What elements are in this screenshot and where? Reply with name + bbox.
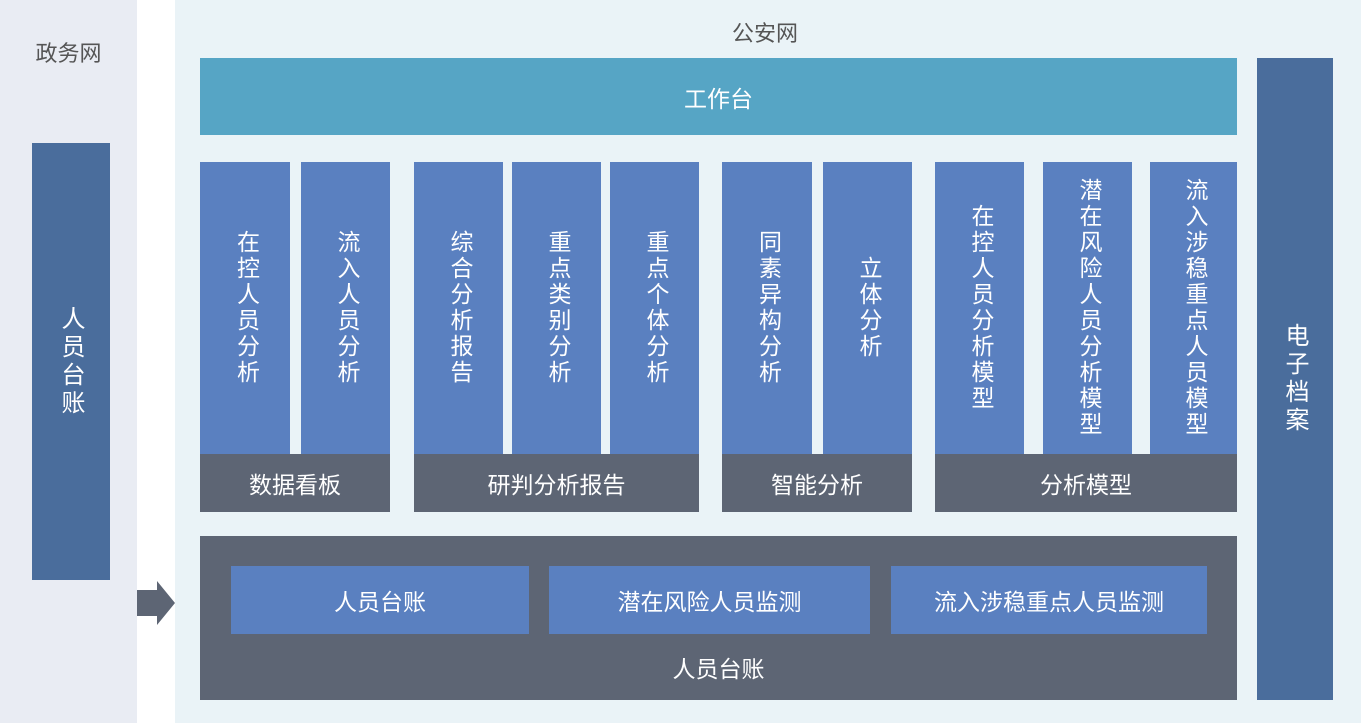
group-label-smart-analysis: 智能分析 xyxy=(722,454,912,512)
group-label-reports: 研判分析报告 xyxy=(414,454,699,512)
module-label: 在控人员分析模型 xyxy=(967,204,993,412)
module-column[interactable]: 流入涉稳重点人员模型 xyxy=(1150,162,1237,454)
module-label: 流入人员分析 xyxy=(333,230,359,386)
left-ledger-label: 人员台账 xyxy=(57,305,85,418)
module-label: 流入涉稳重点人员模型 xyxy=(1181,178,1207,438)
ledger-button[interactable]: 人员台账 xyxy=(231,566,529,634)
ledger-panel-label: 人员台账 xyxy=(672,657,765,683)
public-security-network-title: 公安网 xyxy=(731,22,798,47)
module-column[interactable]: 在控人员分析 xyxy=(200,162,290,454)
module-column[interactable]: 立体分析 xyxy=(823,162,912,454)
government-network-title: 政务网 xyxy=(35,42,102,67)
module-label: 同素异构分析 xyxy=(754,230,781,386)
electronic-archive-bar[interactable]: 电子档案 xyxy=(1257,58,1333,700)
module-column[interactable]: 流入人员分析 xyxy=(301,162,390,454)
module-label: 潜在风险人员分析模型 xyxy=(1075,178,1101,438)
module-label: 综合分析报告 xyxy=(446,230,472,386)
workbench-bar[interactable]: 工作台 xyxy=(200,58,1237,135)
module-column[interactable]: 在控人员分析模型 xyxy=(935,162,1024,454)
module-label: 立体分析 xyxy=(855,256,881,360)
risk-monitor-button[interactable]: 潜在风险人员监测 xyxy=(549,566,870,634)
module-label: 重点类别分析 xyxy=(544,230,570,386)
inflow-monitor-button[interactable]: 流入涉稳重点人员监测 xyxy=(891,566,1207,634)
module-column[interactable]: 综合分析报告 xyxy=(414,162,503,454)
group-label-models: 分析模型 xyxy=(935,454,1237,512)
module-column[interactable]: 重点类别分析 xyxy=(512,162,601,454)
left-ledger-bar: 人员台账 xyxy=(32,143,110,580)
group-label-dashboard: 数据看板 xyxy=(200,454,390,512)
module-column[interactable]: 同素异构分析 xyxy=(722,162,812,454)
arrow-right-icon xyxy=(137,581,175,625)
module-column[interactable]: 潜在风险人员分析模型 xyxy=(1043,162,1132,454)
electronic-archive-label: 电子档案 xyxy=(1281,323,1309,435)
module-label: 在控人员分析 xyxy=(232,230,259,386)
module-label: 重点个体分析 xyxy=(642,230,668,386)
module-column[interactable]: 重点个体分析 xyxy=(610,162,699,454)
